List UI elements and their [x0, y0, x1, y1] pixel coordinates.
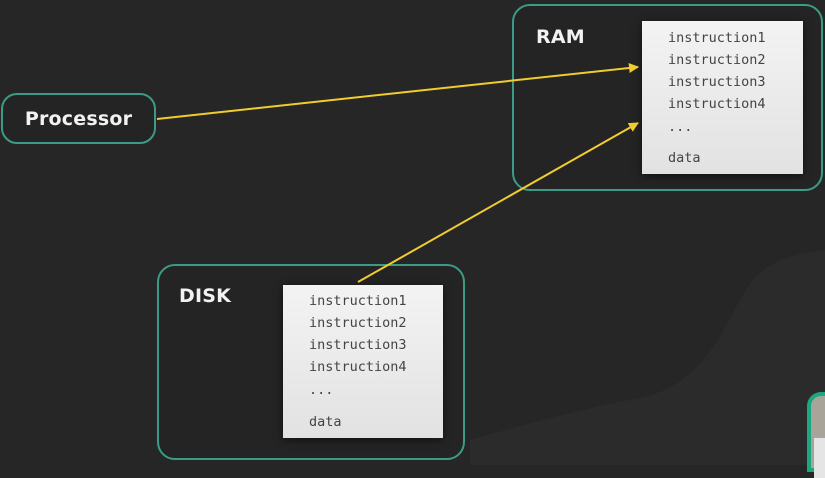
ram-memory-card: instruction1 instruction2 instruction3 i… — [642, 21, 803, 174]
disk-line: instruction1 — [309, 293, 407, 309]
processor-node[interactable]: Processor — [1, 93, 156, 144]
disk-line: instruction3 — [309, 337, 407, 353]
ram-line: ... — [668, 119, 693, 135]
ram-line: instruction3 — [668, 74, 766, 90]
ram-line: instruction4 — [668, 96, 766, 112]
disk-line: instruction4 — [309, 359, 407, 375]
disk-line: ... — [309, 382, 334, 398]
background-shape — [0, 0, 825, 465]
disk-line: data — [309, 414, 342, 430]
disk-line: instruction2 — [309, 315, 407, 331]
ram-line: instruction1 — [668, 30, 766, 46]
partial-offscreen-node — [807, 392, 825, 478]
processor-label: Processor — [24, 107, 133, 130]
ram-line: instruction2 — [668, 52, 766, 68]
disk-memory-card: instruction1 instruction2 instruction3 i… — [283, 285, 443, 438]
ram-line: data — [668, 150, 701, 166]
ram-label: RAM — [536, 26, 585, 48]
disk-label: DISK — [179, 285, 232, 307]
partial-node-content — [814, 438, 825, 478]
